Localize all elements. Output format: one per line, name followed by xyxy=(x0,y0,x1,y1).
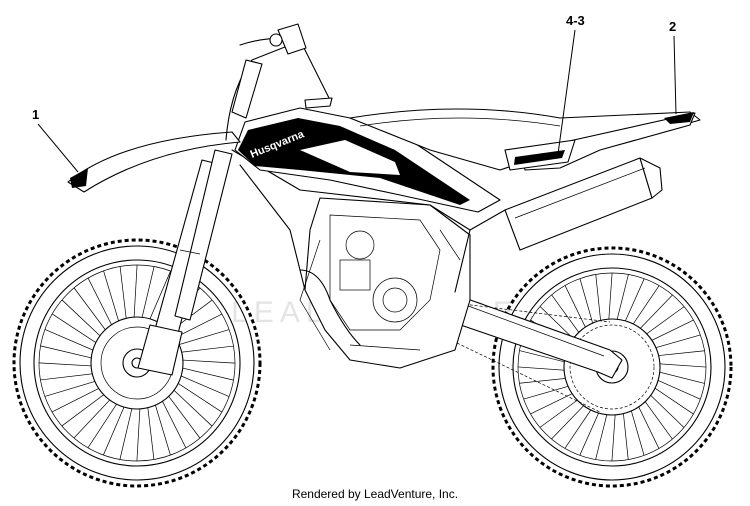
front-wheel xyxy=(12,238,262,488)
exhaust xyxy=(504,157,663,251)
rear-fender-decal-2 xyxy=(664,112,694,124)
callout-1: 1 xyxy=(32,107,79,173)
svg-text:2: 2 xyxy=(669,19,676,34)
svg-text:4-3: 4-3 xyxy=(566,13,585,28)
front-fork xyxy=(137,149,233,376)
front-fender-decal-1 xyxy=(70,168,88,188)
front-fender xyxy=(67,131,241,193)
fuel-tank: Husqvarna xyxy=(234,107,501,213)
side-panel-decal xyxy=(504,139,576,171)
svg-text:1: 1 xyxy=(32,107,39,122)
engine xyxy=(299,197,471,369)
render-credit: Rendered by LeadVenture, Inc. xyxy=(291,487,459,501)
callout-4-3: 4-3 xyxy=(557,13,585,155)
handlebars xyxy=(225,23,333,141)
side-panel-decal-4-3 xyxy=(514,150,565,165)
callout-2: 2 xyxy=(669,19,677,115)
